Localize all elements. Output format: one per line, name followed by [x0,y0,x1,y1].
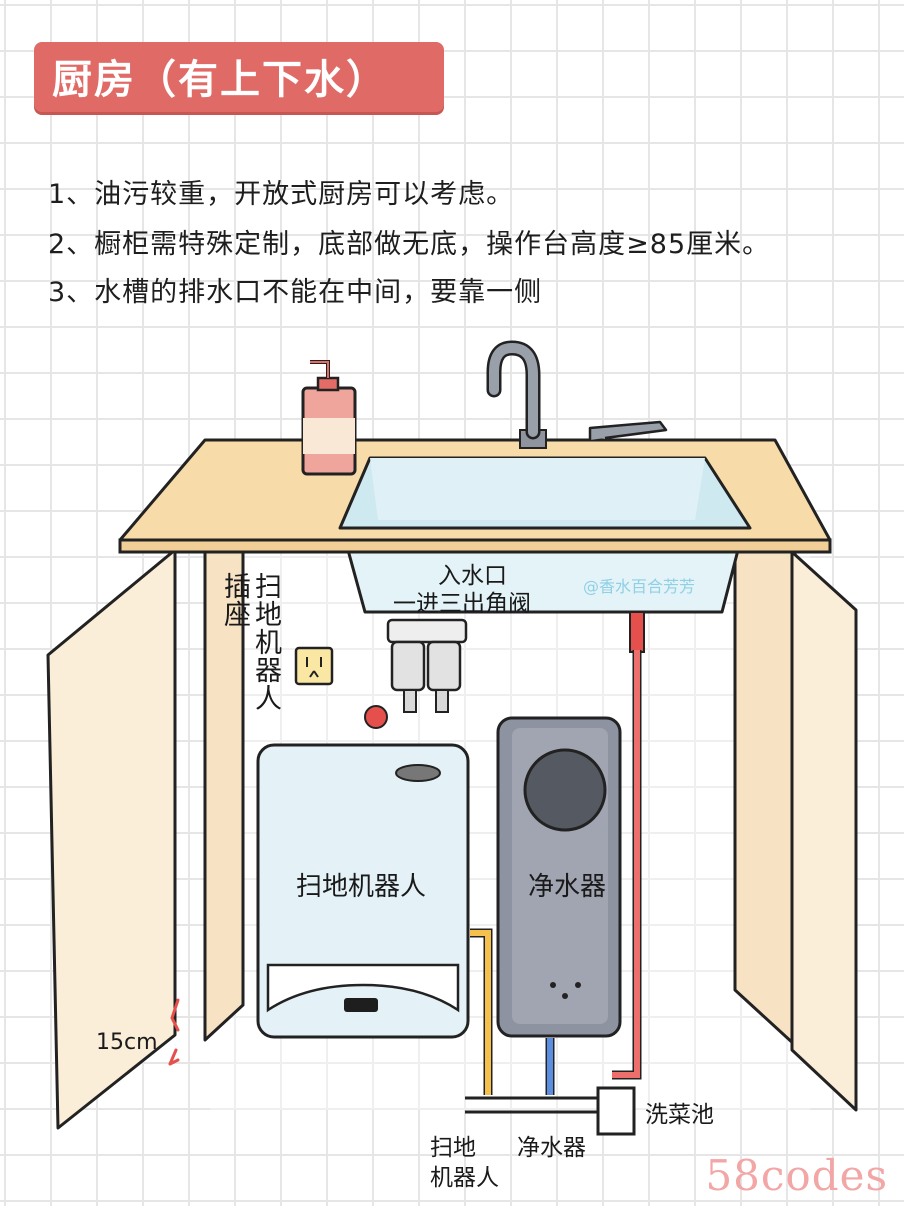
soap-bottle-label [303,418,355,454]
height-15cm-label: 15cm [96,1030,158,1055]
angle-valve-label: 一进三出角阀 [393,591,531,617]
drain-robot-label-1: 扫地 [430,1135,476,1161]
page-title: 厨房（有上下水） [52,57,388,103]
drain-robot-label-2: 机器人 [430,1165,499,1191]
countertop-edge [118,538,832,554]
inlet-label: 入水口 [438,563,507,589]
angle-valve [386,618,468,713]
robot-station-label: 扫地机器人 [296,872,427,902]
robot-water-inlet-dot [364,705,388,729]
height-marker-15cm [168,998,180,1066]
purifier-dial [523,748,607,832]
right-cabinet-door [790,550,858,1112]
site-watermark: 58codes [705,1151,888,1200]
note-2: 2、橱柜需特殊定制，底部做无底，操作台高度≥85厘米。 [48,229,771,260]
left-cabinet-door [46,548,177,1130]
faucet-neck-fill [489,342,538,437]
title-banner [34,42,444,112]
right-cabinet-side [733,550,797,1047]
note-3: 3、水槽的排水口不能在中间，要靠一侧 [48,277,543,308]
socket-label: 插座 [219,572,250,628]
sink-inner-wall [370,458,705,520]
drain-purifier-label: 净水器 [517,1135,586,1161]
socket [294,646,334,686]
drain-sink-label: 洗菜池 [645,1102,714,1128]
robot-drain-port [344,998,378,1012]
robot-base-opening [266,963,460,1013]
side-tap [588,420,668,440]
robot-vertical-label: 扫地机器人 [250,572,281,712]
author-watermark: @香水百合芳芳 [583,577,696,596]
drain-junction [596,1086,636,1136]
note-1: 1、油污较重，开放式厨房可以考虑。 [48,179,515,210]
purifier-label: 净水器 [528,872,607,902]
